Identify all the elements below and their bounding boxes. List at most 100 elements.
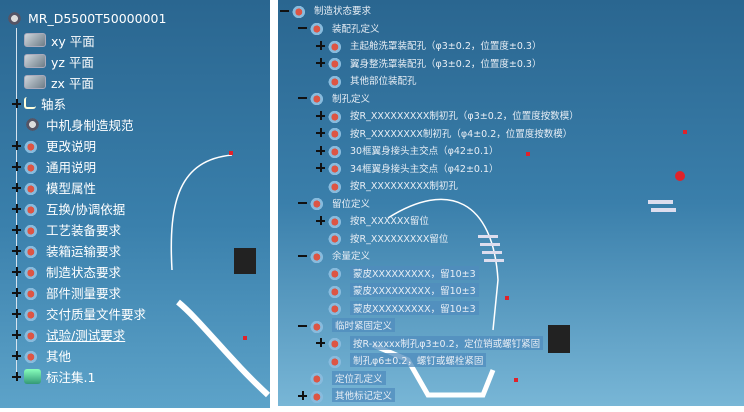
tree-item[interactable]: 按R_XXXXXXXXX留位 — [316, 230, 448, 246]
cap-icon — [310, 90, 327, 105]
product-icon — [6, 10, 23, 26]
tree-item[interactable]: 标注集.1 — [12, 366, 95, 386]
tree-item[interactable]: yz 平面 — [12, 51, 94, 71]
tree-item[interactable]: 定位孔定义 — [298, 370, 386, 386]
tree-item[interactable]: 余量定义 — [298, 247, 370, 263]
tree-item[interactable]: 34框翼身接头主交点（φ42±0.1） — [316, 160, 499, 176]
tree-item[interactable]: 通用说明 — [12, 156, 96, 176]
tree-item-label: 制造状态要求 — [46, 264, 122, 280]
tree-item[interactable]: 中机身制造规范 — [12, 114, 134, 134]
tree-item[interactable]: 按R_XXXXXXXXX制初孔 — [316, 177, 458, 193]
tree-item[interactable]: 装箱运输要求 — [12, 240, 121, 260]
expand-icon[interactable] — [298, 390, 307, 400]
expand-icon[interactable] — [12, 224, 21, 234]
expand-icon[interactable] — [12, 245, 21, 255]
tree-item[interactable]: 蒙皮XXXXXXXXX，留10±3 — [316, 282, 479, 298]
cap-icon — [310, 370, 327, 385]
marker-point — [683, 130, 687, 134]
cap-icon — [24, 158, 41, 174]
expand-icon[interactable] — [12, 182, 21, 192]
tree-item[interactable]: 其他 — [12, 345, 71, 365]
expand-icon[interactable] — [316, 40, 325, 50]
expand-icon[interactable] — [316, 215, 325, 225]
tree-item[interactable]: 互换/协调依据 — [12, 198, 125, 218]
tree-item[interactable]: 其他标记定义 — [298, 387, 396, 403]
tree-item[interactable]: 制孔定义 — [298, 90, 370, 106]
tree-item[interactable]: 按R_XXXXXX留位 — [316, 212, 429, 228]
marker-point — [243, 336, 247, 340]
tree-item-label: 制造状态要求 — [314, 6, 372, 17]
tree-item-label: 余量定义 — [332, 251, 371, 262]
tree-root[interactable]: MR_D5500T50000001 — [6, 8, 166, 28]
tree-item[interactable]: 按R-xxxxx制孔φ3±0.2，定位销或螺钉紧固 — [316, 335, 544, 351]
cap-icon — [24, 200, 41, 216]
tree-item[interactable]: 交付质量文件要求 — [12, 303, 146, 323]
cap-icon — [310, 195, 327, 210]
collapse-icon[interactable] — [280, 6, 289, 15]
plane-icon — [24, 75, 46, 89]
expand-icon[interactable] — [316, 145, 325, 155]
tree-item[interactable]: 更改说明 — [12, 135, 96, 155]
tree-item[interactable]: 制造状态要求 — [12, 261, 121, 281]
tree-item-label: 更改说明 — [46, 138, 97, 154]
expand-icon[interactable] — [12, 350, 21, 360]
tree-item[interactable]: 按R_XXXXXXXXX制初孔（φ3±0.2，位置度按数模） — [316, 107, 579, 123]
tree-item-label: 制孔φ6±0.2，螺钉或螺栓紧固 — [350, 353, 487, 367]
collapse-icon[interactable] — [298, 23, 307, 32]
tree-item-label: 临时紧固定义 — [332, 318, 396, 332]
tree-item[interactable]: 试验/测试要求 — [12, 324, 125, 344]
cap-icon — [328, 142, 345, 158]
tree-item-label: 蒙皮XXXXXXXXX，留10±3 — [350, 300, 479, 315]
tree-item[interactable]: 30框翼身接头主交点（φ42±0.1） — [316, 142, 499, 158]
collapse-icon[interactable] — [298, 93, 307, 102]
expand-icon[interactable] — [12, 140, 21, 150]
tree-item[interactable]: 留位定义 — [298, 195, 370, 211]
tree-item-label: 交付质量文件要求 — [46, 306, 147, 322]
tree-item[interactable]: 轴系 — [12, 93, 66, 113]
expand-icon[interactable] — [316, 128, 325, 137]
tree-item-label: 轴系 — [41, 96, 67, 112]
expand-icon[interactable] — [12, 203, 21, 213]
cap-icon — [310, 387, 327, 403]
expand-icon[interactable] — [12, 371, 21, 381]
tree-item[interactable]: 模型属性 — [12, 177, 96, 197]
tree-item[interactable]: 蒙皮XXXXXXXXX，留10±3 — [316, 265, 479, 281]
tree-item[interactable]: 临时紧固定义 — [298, 317, 396, 333]
cap-icon — [328, 282, 345, 298]
expand-icon[interactable] — [316, 110, 325, 120]
collapse-icon[interactable] — [298, 321, 307, 330]
tree-item[interactable]: 工艺装备要求 — [12, 219, 121, 239]
cap-icon — [328, 125, 345, 140]
tree-item[interactable]: 按R_XXXXXXXX制初孔（φ4±0.2，位置度按数模） — [316, 125, 572, 141]
expand-icon[interactable] — [12, 266, 21, 276]
tree-item-label: 定位孔定义 — [332, 370, 386, 385]
tree-item[interactable]: 其他部位装配孔 — [316, 72, 417, 88]
tree-item[interactable]: 蒙皮XXXXXXXXX，留10±3 — [316, 300, 479, 316]
cap-icon — [328, 72, 345, 88]
tree-item-label: zx 平面 — [51, 75, 94, 91]
tree-item[interactable]: 部件测量要求 — [12, 282, 121, 302]
tree-item[interactable]: 制孔φ6±0.2，螺钉或螺栓紧固 — [316, 352, 487, 368]
tree-item-label: 按R_XXXXXXXXX留位 — [350, 233, 449, 245]
expand-icon[interactable] — [316, 338, 325, 347]
tree-item[interactable]: 装配孔定义 — [298, 20, 380, 36]
tree-item[interactable]: 主起舱洗罩装配孔（φ3±0.2，位置度±0.3） — [316, 37, 541, 53]
expand-icon[interactable] — [12, 98, 21, 108]
tree-item-label: 留位定义 — [332, 198, 371, 210]
tree-item[interactable]: 翼身整洗罩装配孔（φ3±0.2，位置度±0.3） — [316, 55, 541, 71]
expand-icon[interactable] — [12, 308, 21, 318]
plane-icon — [24, 54, 46, 68]
tree-item[interactable]: 制造状态要求 — [280, 2, 371, 18]
expand-icon[interactable] — [316, 58, 325, 67]
expand-icon[interactable] — [12, 287, 21, 297]
tree-item[interactable]: zx 平面 — [12, 72, 94, 92]
tree-item-label: 翼身整洗罩装配孔（φ3±0.2，位置度±0.3） — [350, 58, 542, 70]
collapse-icon[interactable] — [298, 198, 307, 207]
cap-icon — [24, 263, 41, 279]
tree-item-label: 按R_XXXXXXXXX制初孔（φ3±0.2，位置度按数模） — [350, 111, 579, 122]
tree-item[interactable]: xy 平面 — [12, 30, 95, 50]
expand-icon[interactable] — [12, 161, 21, 171]
expand-icon[interactable] — [12, 329, 21, 339]
expand-icon[interactable] — [316, 163, 325, 172]
collapse-icon[interactable] — [298, 251, 307, 260]
